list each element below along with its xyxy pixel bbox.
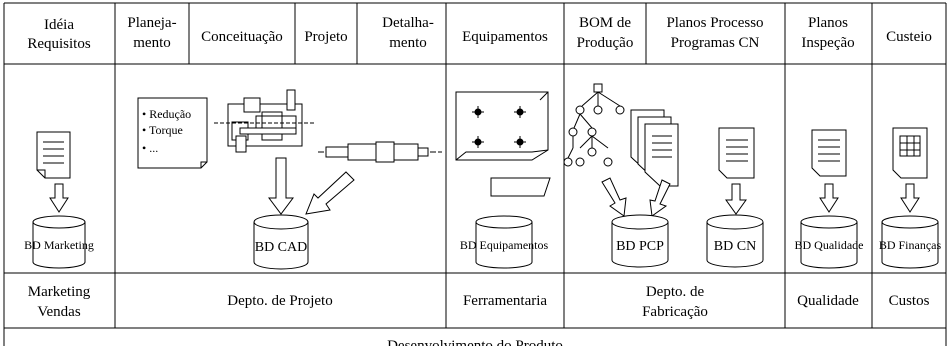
db-pcp-cylinder [611,214,669,268]
note-bullet-3: • ... [142,141,158,155]
dept-projeto: Depto. de Projeto [227,293,332,309]
dept-qualidade: Qualidade [797,293,859,309]
process-plans-stack-icon [630,109,679,187]
db-qualidade-label: BD Qualidade [795,238,864,252]
bom-tree-icon [563,83,625,167]
header-conceituacao: Conceituação [201,29,283,45]
pcp-arrow-left-icon [601,177,627,217]
db-equipamentos-cylinder [475,215,533,269]
header-projeto: Projeto [304,29,347,45]
footer-label: Desenvolvimento do Produto [387,338,563,346]
header-detalhamento: Detalha-mento [382,15,434,51]
cad-arrow-diagonal-icon [305,171,355,215]
cn-arrow-icon [725,183,747,215]
fixture-block-icon [490,177,551,197]
header-planejamento: Planeja-mento [127,15,176,51]
header-equipamentos: Equipamentos [462,29,548,45]
db-cn-cylinder [706,214,764,268]
db-equipamentos-label: BD Equipamentos [460,238,549,252]
db-pcp-label: BD PCP [616,239,664,254]
dept-custos: Custos [889,293,930,309]
note-bullet-1: • Redução [142,107,191,121]
spreadsheet-document-icon [892,127,928,179]
fixture-plate-icon [455,91,549,161]
db-financas-label: BD Finanças [879,238,942,252]
qualidade-arrow-icon [819,183,839,213]
db-marketing-cylinder [32,215,86,269]
inspection-document-icon [811,129,847,177]
cad-arrow-down-icon [268,157,294,215]
shaft-drawing-icon [318,141,442,163]
header-custeio: Custeio [886,29,932,45]
cn-program-document-icon [718,127,755,179]
db-financas-cylinder [881,215,939,269]
requirements-note-icon: • Redução • Torque • ... [137,97,208,169]
custos-arrow-icon [900,183,920,213]
grid-lines [3,2,947,346]
db-qualidade-cylinder [800,215,858,269]
db-cn-label: BD CN [714,239,756,254]
dept-ferramentaria: Ferramentaria [463,293,547,309]
marketing-document-icon [36,131,71,179]
cad-assembly-drawing-icon [214,89,316,153]
note-bullet-2: • Torque [142,123,183,137]
db-marketing-label: BD Marketing [24,238,94,252]
pcp-arrow-right-icon [649,179,671,217]
db-cad-cylinder [253,214,309,270]
marketing-arrow-icon [49,183,69,213]
db-cad-label: BD CAD [255,240,308,255]
